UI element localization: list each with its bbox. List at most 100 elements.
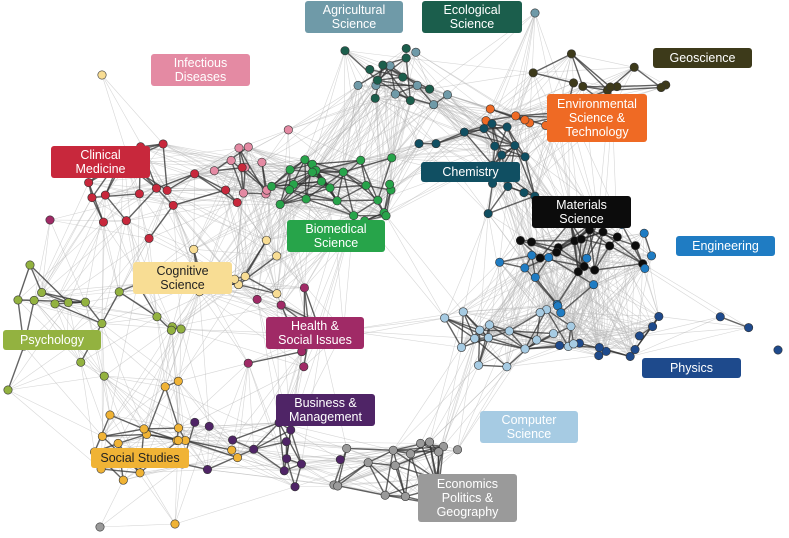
- network-edge: [67, 283, 138, 337]
- network-edge-strong: [463, 131, 494, 166]
- network-edge: [374, 98, 387, 216]
- network-edge: [629, 255, 652, 357]
- network-node-biomedical: [285, 165, 295, 175]
- network-edge: [104, 375, 166, 388]
- network-edge: [103, 143, 164, 223]
- network-edge: [288, 129, 291, 170]
- network-node-environmental: [511, 111, 521, 121]
- network-edge: [321, 143, 420, 182]
- network-edge: [178, 422, 280, 441]
- network-edge: [101, 323, 179, 382]
- network-edge: [177, 281, 203, 382]
- network-edge: [337, 451, 439, 487]
- network-node-chemistry: [459, 127, 469, 137]
- network-edge: [225, 159, 306, 191]
- network-edge-strong: [509, 330, 537, 341]
- network-node-business: [296, 459, 306, 469]
- network-edge-strong: [462, 311, 489, 339]
- label-business-management: Business &Management: [276, 394, 375, 426]
- network-edge: [392, 347, 462, 451]
- network-edge: [33, 219, 51, 301]
- network-edge: [80, 362, 95, 452]
- network-node-social: [97, 431, 107, 441]
- network-node-chemistry: [414, 139, 424, 149]
- network-edge: [360, 143, 437, 161]
- network-edge: [140, 146, 232, 161]
- network-edge: [342, 85, 359, 173]
- network-edge-strong: [253, 422, 280, 450]
- network-edge-strong: [244, 239, 268, 277]
- network-edge: [104, 326, 173, 377]
- network-edge: [346, 448, 396, 466]
- network-node-chemistry: [502, 122, 512, 132]
- network-node-social: [135, 468, 145, 478]
- network-node-clinical: [168, 200, 178, 210]
- label-health-social-issues: Health &Social Issues: [266, 317, 364, 349]
- network-node-business: [202, 465, 212, 475]
- network-edge: [33, 197, 93, 301]
- network-node-psychology: [114, 287, 124, 297]
- network-edge: [178, 422, 280, 429]
- network-node-infectious: [209, 166, 219, 176]
- network-edge: [126, 202, 238, 221]
- network-edge: [207, 363, 249, 470]
- network-node-engineering: [544, 252, 554, 262]
- network-edge: [41, 197, 93, 293]
- network-edge: [391, 143, 420, 159]
- network-edge-strong: [253, 429, 292, 450]
- network-node-geoscience: [605, 82, 615, 92]
- network-edge: [383, 212, 464, 313]
- network-edge-strong: [278, 422, 285, 471]
- network-edge: [360, 104, 434, 161]
- network-edge: [390, 143, 420, 191]
- network-node-health: [252, 294, 262, 304]
- network-node-social: [173, 376, 183, 386]
- network-edge-strong: [156, 173, 195, 189]
- network-edge: [593, 268, 645, 285]
- network-edge-strong: [520, 239, 557, 253]
- network-edge: [540, 257, 643, 265]
- network-edge: [280, 200, 338, 306]
- network-edge: [490, 72, 534, 110]
- network-edge: [499, 262, 541, 313]
- network-edge: [560, 312, 636, 350]
- network-edge: [658, 316, 749, 328]
- network-edge: [67, 336, 147, 435]
- network-node-clinical: [100, 190, 110, 200]
- network-edge: [164, 299, 258, 387]
- network-edge-strong: [464, 131, 516, 147]
- network-edge: [573, 326, 653, 345]
- network-edge: [284, 462, 369, 472]
- network-node-business: [286, 425, 296, 435]
- network-edge-strong: [207, 448, 254, 471]
- network-node-health: [45, 215, 55, 225]
- network-edge: [553, 333, 636, 350]
- network-edge-strong: [524, 267, 559, 307]
- network-node-psychology: [99, 371, 109, 381]
- network-edge: [178, 440, 208, 470]
- network-node-clinical: [151, 183, 161, 193]
- network-edge: [118, 440, 179, 444]
- network-edge: [501, 115, 516, 156]
- network-edge: [457, 330, 510, 450]
- network-node-economics: [380, 490, 390, 500]
- network-edge: [463, 311, 574, 345]
- network-edge: [164, 281, 203, 387]
- network-node-ecological: [378, 60, 388, 70]
- network-edge: [462, 183, 493, 312]
- network-node-agricultural: [411, 47, 421, 57]
- network-node-materials: [515, 236, 525, 246]
- network-edge: [41, 194, 106, 293]
- network-edge: [193, 189, 290, 250]
- network-node-economics: [434, 447, 444, 457]
- network-edge: [232, 439, 287, 459]
- network-edge-strong: [593, 231, 604, 271]
- network-node-clinical: [144, 233, 154, 243]
- network-edge-strong: [289, 189, 338, 202]
- network-edge: [589, 229, 643, 264]
- network-edge-strong: [546, 309, 572, 327]
- network-edge: [391, 100, 411, 158]
- network-node-clinical: [98, 217, 108, 227]
